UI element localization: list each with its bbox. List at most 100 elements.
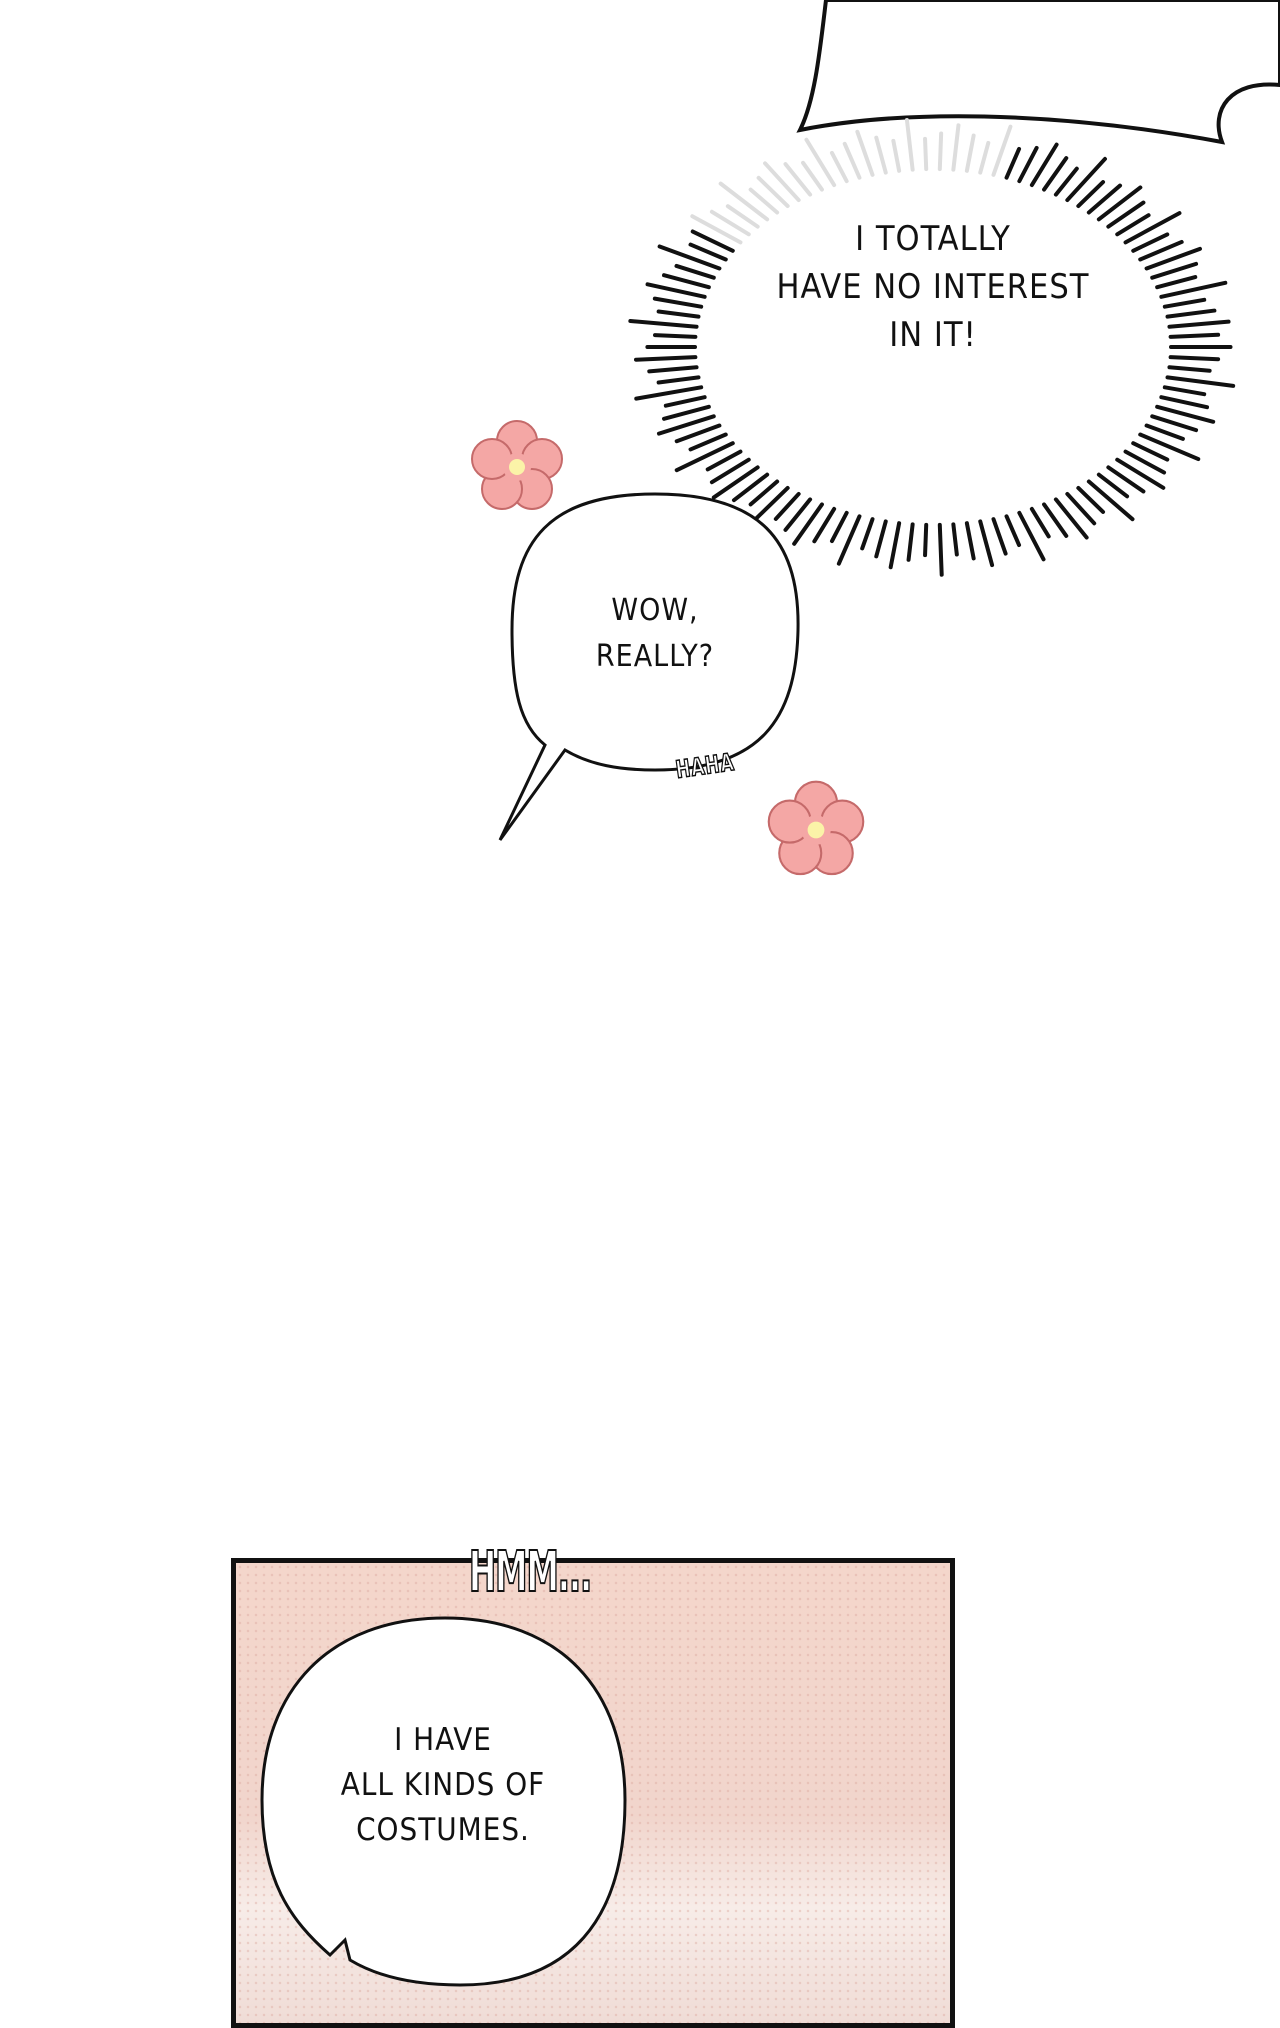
spike-line xyxy=(991,124,1013,177)
spike-line xyxy=(731,472,770,503)
spike-line xyxy=(804,137,837,188)
spike-line xyxy=(1150,261,1199,280)
spike-line xyxy=(1053,497,1089,540)
spike-line xyxy=(674,423,722,444)
spike-line xyxy=(1076,180,1106,209)
costumes-speech-bubble xyxy=(260,1616,627,1987)
spike-line xyxy=(978,519,995,568)
spike-line xyxy=(690,214,743,245)
spike-line xyxy=(1162,297,1207,309)
flower-icon xyxy=(471,420,563,510)
spike-line xyxy=(647,365,699,374)
spike-line xyxy=(711,465,760,500)
spike-line xyxy=(888,521,902,570)
spike-line xyxy=(709,209,751,237)
spike-line xyxy=(842,141,862,180)
spike-line xyxy=(1029,142,1059,188)
spike-line xyxy=(906,522,915,562)
spike-line xyxy=(1165,375,1236,388)
spike-line xyxy=(855,129,875,177)
spike-line xyxy=(645,282,707,299)
spike-line xyxy=(1162,385,1207,397)
spiky-shout-bubble xyxy=(628,117,1236,577)
spike-line xyxy=(783,162,813,197)
spike-line xyxy=(874,135,888,175)
spike-line xyxy=(1004,514,1022,548)
spike-line xyxy=(674,263,716,280)
spike-line xyxy=(718,181,770,222)
spike-line xyxy=(1076,485,1106,514)
spike-line xyxy=(1106,465,1146,494)
spike-line xyxy=(1086,479,1135,522)
spike-line xyxy=(1086,183,1123,215)
spike-line xyxy=(674,441,735,473)
spike-line xyxy=(657,244,722,271)
spike-line xyxy=(874,519,888,559)
spike-line xyxy=(964,521,976,561)
spike-line xyxy=(860,517,875,551)
spike-line xyxy=(978,140,991,175)
spike-line xyxy=(1131,232,1170,253)
spike-line xyxy=(1096,185,1143,222)
spike-line xyxy=(656,414,716,436)
spike-line xyxy=(891,138,902,173)
spike-line xyxy=(763,161,801,203)
spike-line xyxy=(1123,211,1182,245)
spike-line xyxy=(1017,145,1039,184)
spike-line xyxy=(688,242,728,262)
spike-line xyxy=(829,510,849,544)
text-line: HAVE NO INTEREST xyxy=(776,267,1090,307)
spike-line xyxy=(951,522,959,557)
spike-line xyxy=(705,449,743,472)
spike-line xyxy=(1159,395,1210,410)
text-line: COSTUMES. xyxy=(356,1812,530,1848)
spike-line xyxy=(1065,156,1107,203)
spike-line xyxy=(652,333,698,339)
spike-line xyxy=(1115,213,1151,237)
spike-line xyxy=(923,136,929,172)
spike-line xyxy=(1150,414,1199,433)
spike-line xyxy=(1168,332,1221,339)
text-line: I HAVE xyxy=(394,1722,492,1758)
spike-line xyxy=(1159,280,1228,299)
wow-text: WOW, REALLY? xyxy=(555,588,755,680)
spike-line xyxy=(688,432,728,452)
spike-line xyxy=(904,117,915,172)
text-line: REALLY? xyxy=(595,639,715,674)
spike-line xyxy=(923,522,929,558)
text-line: IN IT! xyxy=(889,315,977,355)
spike-line xyxy=(829,150,849,184)
text-line: I TOTALLY xyxy=(855,219,1011,259)
spike-line xyxy=(1042,156,1069,192)
spike-line xyxy=(964,133,976,173)
text-line: WOW, xyxy=(611,593,699,628)
spike-line xyxy=(748,187,780,215)
spike-line xyxy=(634,385,704,401)
spike-line xyxy=(1168,355,1221,362)
spike-line xyxy=(801,160,824,192)
flower-icon xyxy=(767,780,865,876)
spike-line xyxy=(937,522,944,577)
spike-line xyxy=(663,395,707,408)
text-line: ALL KINDS OF xyxy=(340,1767,546,1803)
spike-line xyxy=(1106,200,1146,229)
spike-line xyxy=(1017,510,1046,562)
spike-line xyxy=(1131,441,1170,462)
spike-line xyxy=(1042,502,1069,538)
spike-line xyxy=(1165,308,1217,319)
spike-line xyxy=(709,457,751,485)
spike-line xyxy=(1167,365,1212,373)
spike-line xyxy=(1096,472,1130,499)
spike-line xyxy=(656,375,701,385)
spike-line xyxy=(748,479,780,507)
spike-line xyxy=(662,404,711,421)
spike-line xyxy=(633,355,698,362)
spike-line xyxy=(1029,506,1051,539)
spike-line xyxy=(652,296,704,309)
spike-line xyxy=(1155,404,1216,424)
top-speech-bubble xyxy=(796,0,1280,145)
wow-speech-bubble xyxy=(498,492,800,841)
costumes-text: I HAVE ALL KINDS OF COSTUMES. xyxy=(293,1718,593,1853)
spike-line xyxy=(656,309,701,319)
